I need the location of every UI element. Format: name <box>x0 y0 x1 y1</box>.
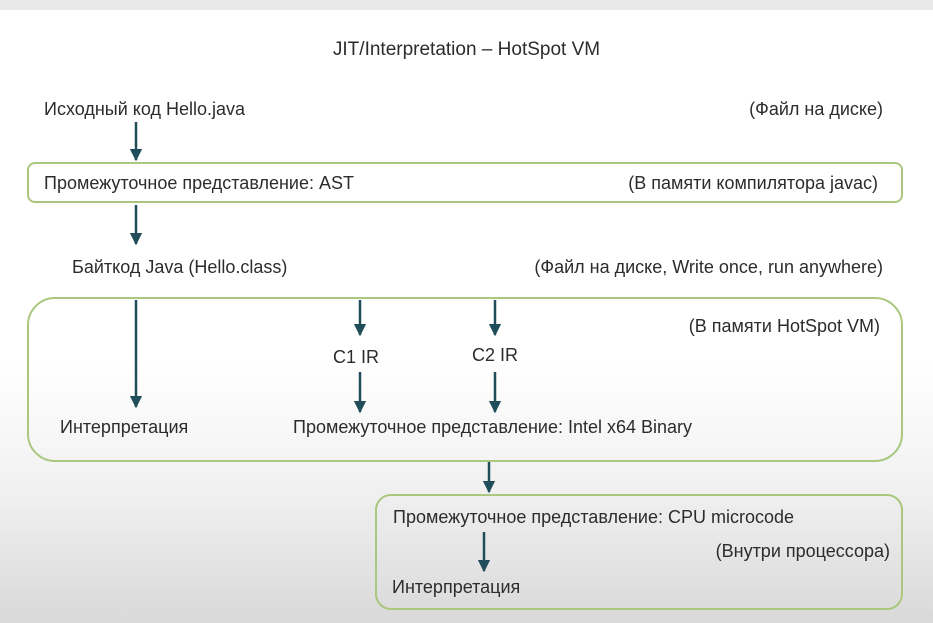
diagram-title: JIT/Interpretation – HotSpot VM <box>332 39 601 60</box>
source-label: Исходный код Hello.java <box>44 99 246 119</box>
cpu-box <box>375 494 903 610</box>
hotspot-note: (В памяти HotSpot VM) <box>688 316 880 336</box>
cpu-note: (Внутри процессора) <box>715 541 890 561</box>
c1-ir-label: C1 IR <box>333 347 380 367</box>
c2-ir-label: C2 IR <box>472 345 519 365</box>
top-bar <box>0 0 933 10</box>
ast-label: Промежуточное представление: AST <box>44 173 354 193</box>
ast-box <box>27 162 903 203</box>
interpretation-label: Интерпретация <box>60 417 189 437</box>
ast-note: (В памяти компилятора javac) <box>628 173 878 193</box>
bytecode-label: Байткод Java (Hello.class) <box>72 257 288 277</box>
cpu-interpretation-label: Интерпретация <box>392 577 521 597</box>
binary-label: Промежуточное представление: Intel x64 B… <box>293 417 693 437</box>
bytecode-note: (Файл на диске, Write once, run anywhere… <box>534 257 883 277</box>
cpu-label: Промежуточное представление: CPU microco… <box>393 507 795 527</box>
hotspot-box <box>27 297 903 462</box>
source-note: (Файл на диске) <box>749 99 883 119</box>
